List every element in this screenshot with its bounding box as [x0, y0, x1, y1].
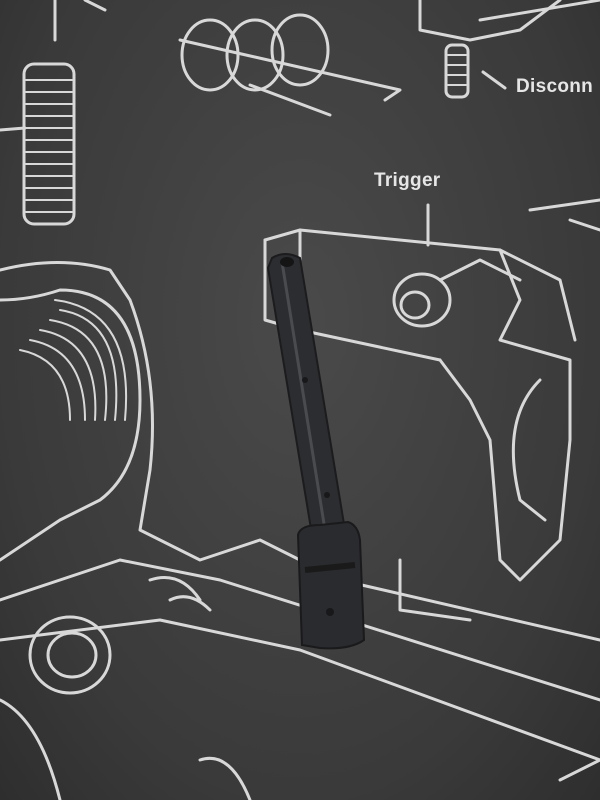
small-spring-drawing	[444, 43, 507, 99]
spring-drawing-left	[22, 62, 76, 226]
receiver-drawing	[0, 198, 600, 800]
trigger-label: Trigger	[374, 170, 441, 191]
trigger-pin-part	[266, 253, 366, 650]
torsion-spring-drawing	[178, 13, 402, 117]
pin-drawing-top	[53, 0, 107, 42]
disconnector-drawing	[418, 0, 600, 42]
disconnector-label: Disconn	[516, 76, 594, 97]
